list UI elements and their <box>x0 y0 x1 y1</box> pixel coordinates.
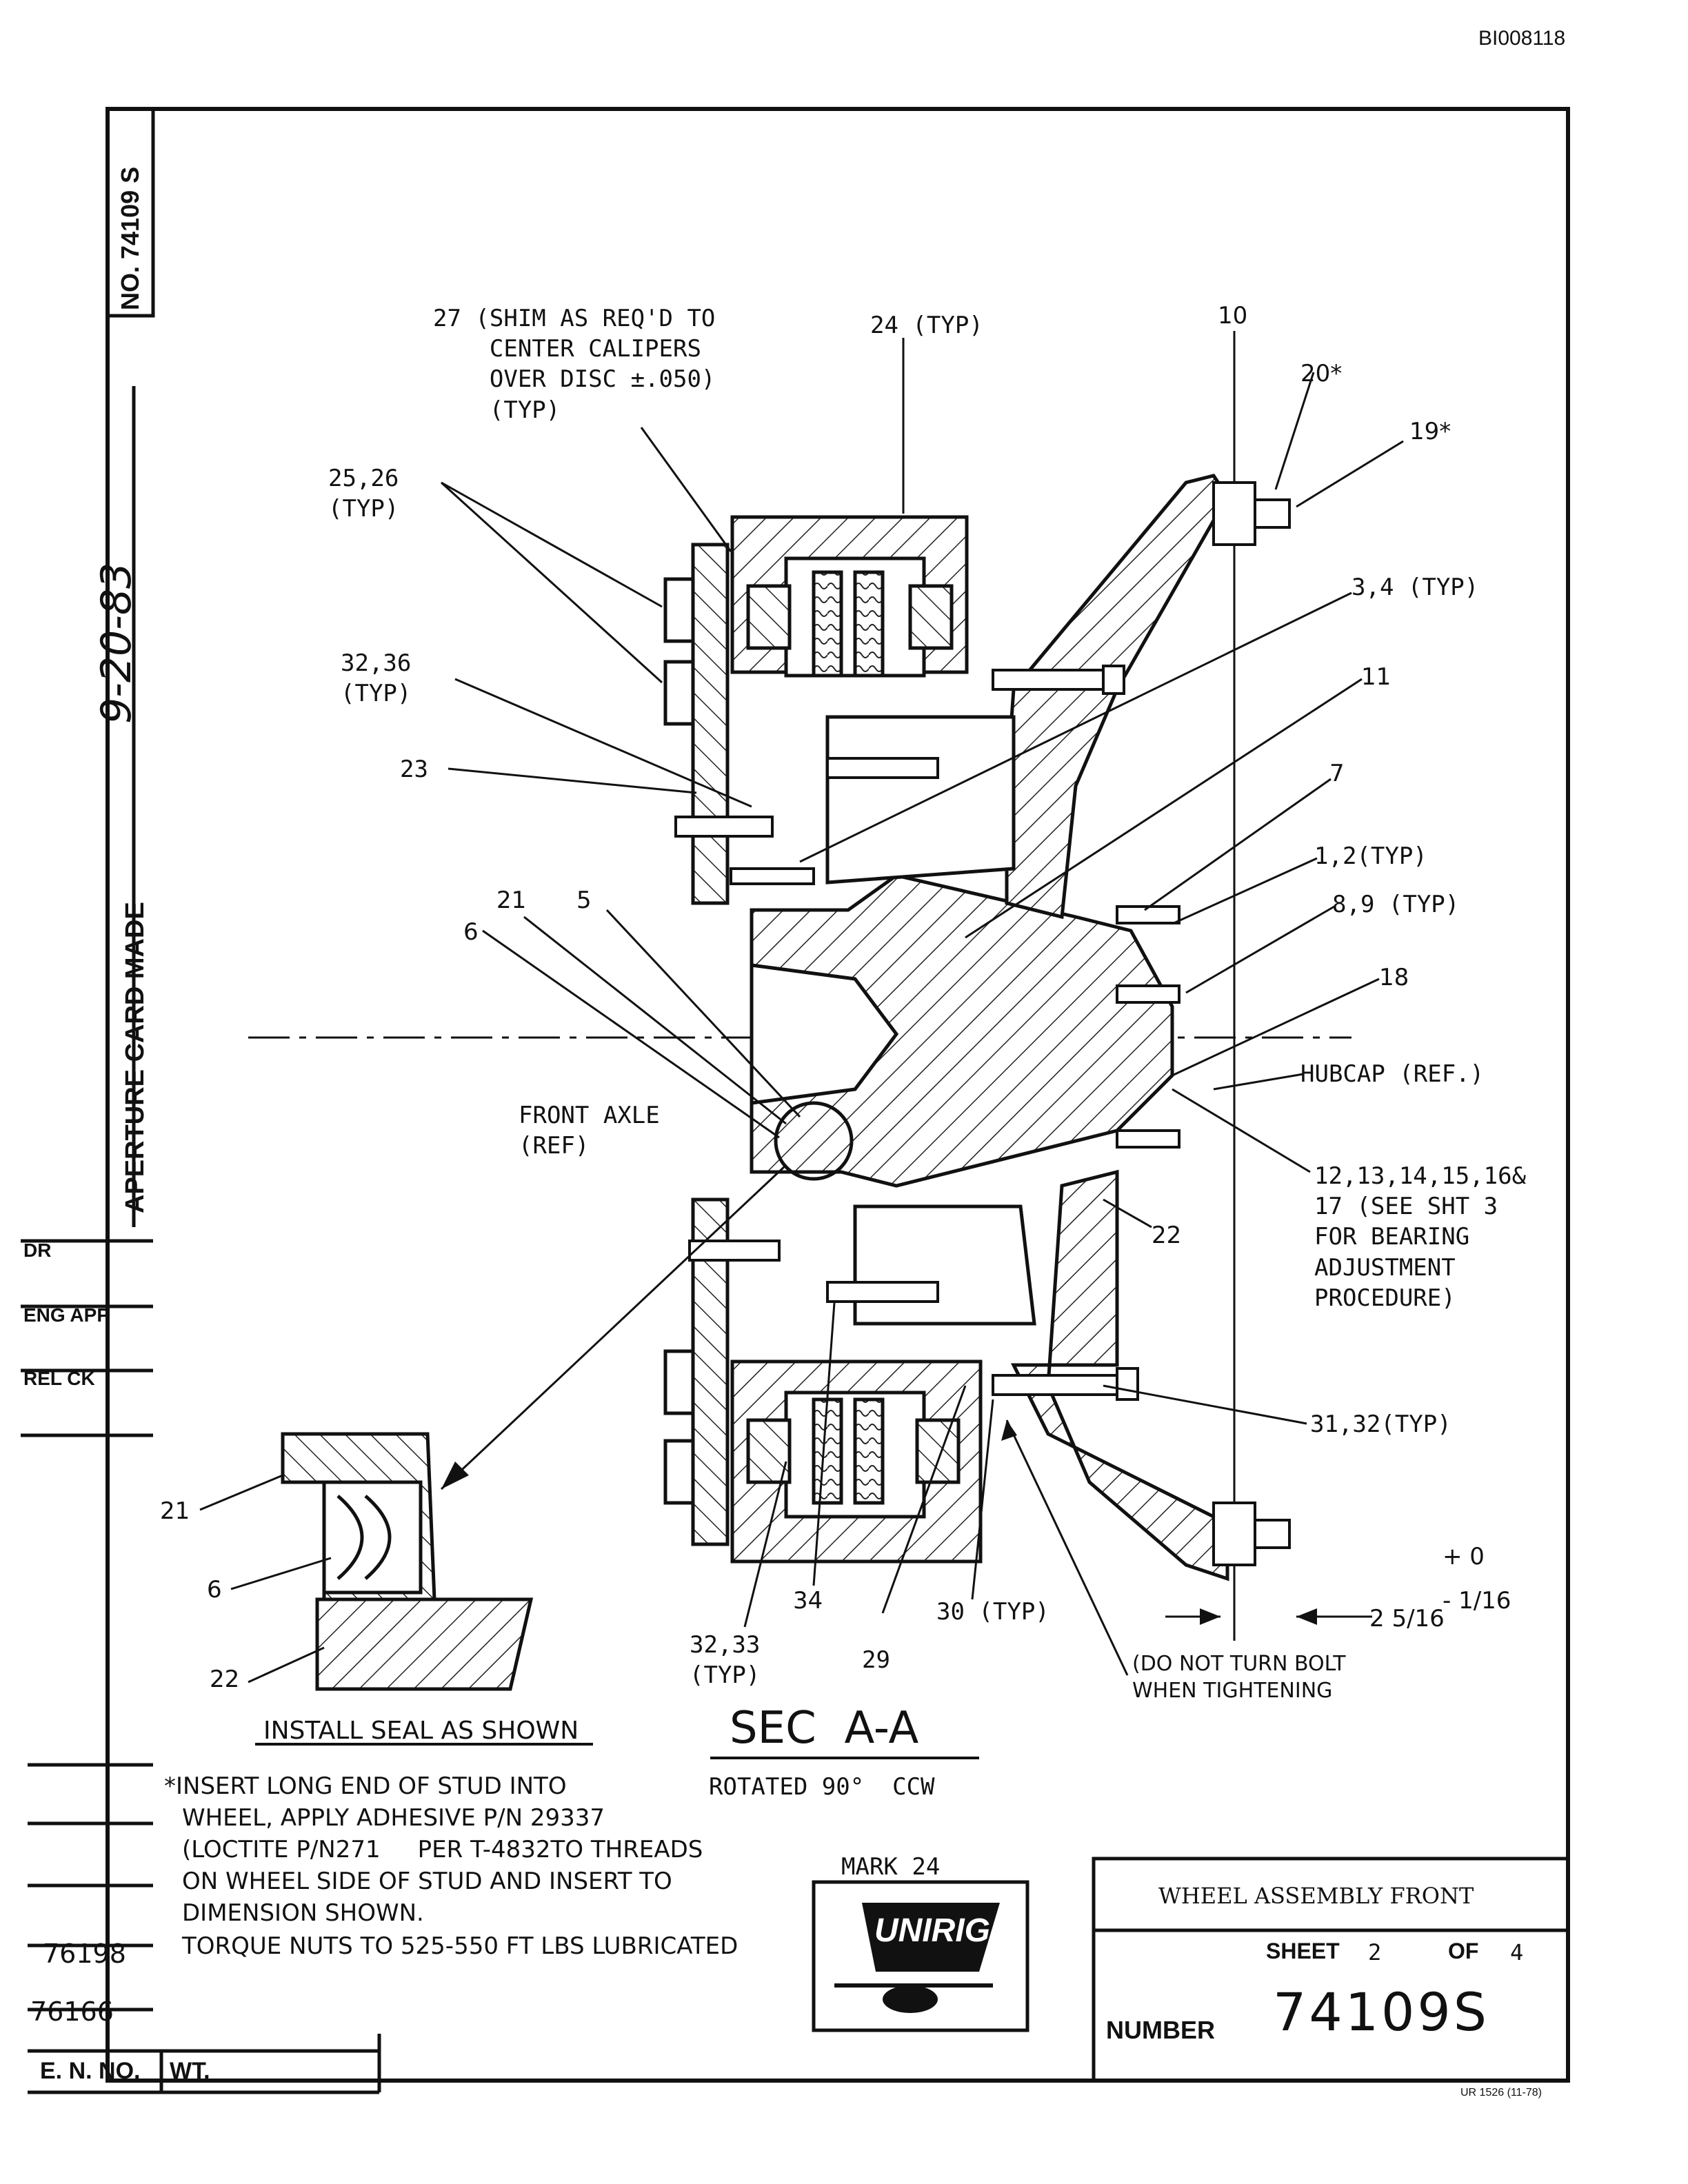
seal-detail <box>281 1432 534 1691</box>
callout-27-shim: 27 (SHIM AS REQ'D TO CENTER CALIPERS OVE… <box>433 305 716 424</box>
callout-6: 6 <box>463 918 479 946</box>
callout-hubcap: HUBCAP (REF.) <box>1300 1060 1485 1088</box>
margin-strip <box>21 107 381 2094</box>
tolerance-minus: - 1/16 <box>1443 1587 1511 1615</box>
callout-34: 34 <box>793 1587 823 1615</box>
rel-ck-row: REL CK <box>23 1368 95 1389</box>
detail-callout-6: 6 <box>207 1576 222 1604</box>
detail-callout-21: 21 <box>160 1497 190 1525</box>
callout-20: 20* <box>1300 360 1343 387</box>
hub-body <box>750 873 1174 1188</box>
unirig-logo <box>834 1903 1000 2013</box>
arrow-heads <box>441 1420 1317 1625</box>
detail-callout-22: 22 <box>210 1666 240 1693</box>
note-line-3: (LOCTITE P/N271 PER T-4832TO THREADS <box>182 1836 703 1863</box>
handwritten-date: 9-20-83 <box>92 562 141 724</box>
callout-29: 29 <box>862 1646 890 1674</box>
en-entry-2: 76166 <box>30 1996 114 2027</box>
upper-caliper <box>730 515 969 678</box>
callout-1-2: 1,2(TYP) <box>1314 842 1427 870</box>
callout-24: 24 (TYP) <box>870 312 983 339</box>
callout-5: 5 <box>576 887 592 914</box>
title-block-frame <box>812 1857 1570 2083</box>
note-line-6: TORQUE NUTS TO 525-550 FT LBS LUBRICATED <box>182 1932 738 1960</box>
callout-31-32: 31,32(TYP) <box>1310 1410 1451 1438</box>
leader-lines <box>199 331 1404 1684</box>
seal-detail-circle <box>774 1101 854 1181</box>
note-line-5: DIMENSION SHOWN. <box>182 1899 424 1927</box>
lower-caliper <box>730 1359 983 1564</box>
number-label: NUMBER <box>1106 2016 1215 2044</box>
callout-front-axle: FRONT AXLE (REF) <box>519 1102 660 1160</box>
callout-12-17: 12,13,14,15,16& 17 (SEE SHT 3 FOR BEARIN… <box>1314 1162 1527 1312</box>
drawing-title: WHEEL ASSEMBLY FRONT <box>1158 1883 1474 1909</box>
of-label: OF <box>1448 1939 1479 1963</box>
form-number: UR 1526 (11-78) <box>1460 2087 1542 2099</box>
eng-app-row: ENG APP <box>23 1304 110 1326</box>
drawing-number-vertical: NO. 74109 S <box>116 166 144 310</box>
callout-8-9: 8,9 (TYP) <box>1332 891 1460 918</box>
en-no-label: E. N. NO. <box>40 2058 141 2084</box>
logo-text: UNIRIG <box>874 1912 990 1949</box>
callout-3-4: 3,4 (TYP) <box>1352 574 1479 601</box>
callout-7: 7 <box>1329 760 1345 787</box>
callout-22: 22 <box>1152 1222 1182 1249</box>
section-underline <box>255 1743 979 1759</box>
mark-label: MARK 24 <box>841 1853 941 1881</box>
callout-30: 30 (TYP) <box>936 1598 1049 1626</box>
sheet-border <box>106 107 1570 2083</box>
callout-21: 21 <box>496 887 527 914</box>
callout-18: 18 <box>1379 964 1409 991</box>
aperture-card-label: APERTURE CARD MADE <box>121 902 150 1213</box>
drawing-number: 74109S <box>1273 1981 1490 2043</box>
dimension-2-5-16: 2 5/16 <box>1369 1605 1445 1632</box>
document-id: BI008118 <box>1478 27 1566 50</box>
bolts <box>674 481 1291 1566</box>
note-line-1: *INSERT LONG END OF STUD INTO <box>164 1772 567 1800</box>
do-not-turn-bolt-note: (DO NOT TURN BOLT WHEN TIGHTENING <box>1132 1652 1346 1703</box>
callout-11: 11 <box>1361 663 1391 691</box>
callout-25-26: 25,26 (TYP) <box>328 465 399 523</box>
callout-19: 19* <box>1409 418 1451 445</box>
callout-32-36: 32,36 (TYP) <box>341 649 412 708</box>
caliper-bracket <box>663 543 730 1546</box>
callout-10: 10 <box>1218 302 1248 330</box>
note-line-4: ON WHEEL SIDE OF STUD AND INSERT TO <box>182 1868 672 1895</box>
install-seal-label: INSTALL SEAL AS SHOWN <box>263 1717 579 1745</box>
tolerance-plus: + 0 <box>1443 1543 1485 1570</box>
section-rotation: ROTATED 90° CCW <box>709 1773 935 1801</box>
sheet-label: SHEET <box>1266 1939 1340 1963</box>
callout-32-33: 32,33 (TYP) <box>690 1631 761 1690</box>
sheet-number: 2 <box>1368 1939 1382 1965</box>
section-title: SEC A-A <box>730 1703 919 1754</box>
wt-label: WT. <box>170 2058 210 2084</box>
en-entry-1: 76198 <box>43 1939 126 1969</box>
dr-row: DR <box>23 1240 52 1261</box>
note-line-2: WHEEL, APPLY ADHESIVE P/N 29337 <box>182 1804 605 1832</box>
callout-23: 23 <box>400 756 428 783</box>
sheet-total: 4 <box>1510 1939 1524 1965</box>
